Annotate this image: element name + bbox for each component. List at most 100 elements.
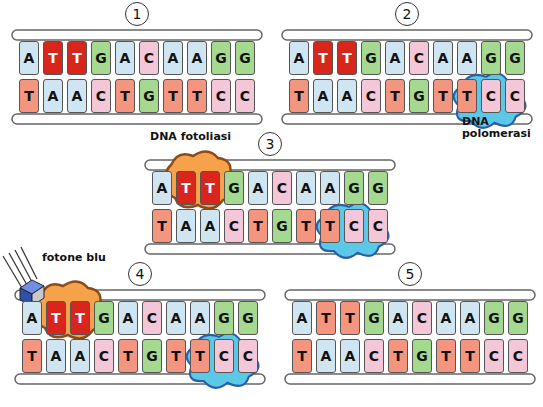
base-letter: T	[51, 310, 61, 326]
base-letter: A	[321, 348, 332, 364]
base-letter: T	[438, 88, 448, 104]
nucleotide-base: A	[67, 79, 87, 113]
nucleotide-base: A	[292, 301, 312, 335]
nucleotide-base: C	[272, 171, 292, 205]
base-letter: T	[24, 88, 34, 104]
base-letter: T	[318, 50, 328, 66]
step-number-circle: 5	[398, 262, 422, 286]
base-letter: T	[123, 348, 133, 364]
photon-label: fotone blu	[42, 252, 106, 264]
base-letter: A	[51, 348, 62, 364]
base-letter: C	[99, 348, 109, 364]
base-letter: T	[27, 348, 37, 364]
nucleotide-base: G	[214, 301, 234, 335]
nucleotide-base: A	[43, 79, 63, 113]
base-letter: G	[488, 310, 500, 326]
nucleotide-base: G	[508, 301, 528, 335]
base-letter: G	[228, 180, 240, 196]
base-letter: A	[345, 348, 356, 364]
base-letter: C	[229, 218, 239, 234]
step-number: 5	[406, 266, 415, 282]
base-letter: T	[171, 348, 181, 364]
base-letter: G	[218, 310, 230, 326]
base-letter: A	[301, 180, 312, 196]
base-letter: G	[416, 348, 428, 364]
base-letter: A	[157, 180, 168, 196]
nucleotide-base: T	[190, 339, 210, 373]
nucleotide-base: G	[272, 209, 292, 243]
nucleotide-base: T	[316, 301, 336, 335]
nucleotide-base: T	[292, 339, 312, 373]
nucleotide-base: C	[368, 209, 388, 243]
nucleotide-base: A	[166, 301, 186, 335]
nucleotide-base: C	[94, 339, 114, 373]
nucleotide-base: A	[388, 301, 408, 335]
nucleotide-base: T	[22, 339, 42, 373]
base-letter: C	[366, 88, 376, 104]
base-letter: T	[157, 218, 167, 234]
base-letter: T	[342, 50, 352, 66]
nucleotide-base: C	[344, 209, 364, 243]
nucleotide-base: A	[316, 339, 336, 373]
base-letter: A	[168, 50, 179, 66]
base-letter: A	[465, 310, 476, 326]
nucleotide-base: A	[436, 301, 456, 335]
nucleotide-base: T	[166, 339, 186, 373]
nucleotide-base: C	[214, 339, 234, 373]
base-letter: A	[192, 50, 203, 66]
nucleotide-base: G	[412, 339, 432, 373]
thymine-dimer-base: T	[176, 171, 196, 205]
base-letter: T	[441, 348, 451, 364]
base-letter: C	[510, 88, 520, 104]
base-letter: G	[242, 310, 254, 326]
nucleotide-base: G	[361, 41, 381, 75]
nucleotide-base: G	[364, 301, 384, 335]
base-letter: T	[393, 348, 403, 364]
base-letter: G	[98, 310, 110, 326]
base-letter: G	[485, 50, 497, 66]
base-letter: G	[215, 50, 227, 66]
nucleotide-base: A	[296, 171, 316, 205]
base-letter: C	[96, 88, 106, 104]
base-letter: G	[239, 50, 251, 66]
base-letter: G	[368, 310, 380, 326]
nucleotide-base: A	[248, 171, 268, 205]
base-letter: T	[345, 310, 355, 326]
nucleotide-base: A	[385, 41, 405, 75]
base-letter: A	[75, 348, 86, 364]
nucleotide-base: T	[457, 79, 477, 113]
base-letter: T	[325, 218, 335, 234]
thymine-dimer-base: T	[337, 41, 357, 75]
base-letter: T	[205, 180, 215, 196]
base-letter: G	[348, 180, 360, 196]
dna-photolyase	[35, 151, 232, 338]
base-letter: A	[462, 50, 473, 66]
base-letter: T	[181, 180, 191, 196]
nucleotide-base: A	[118, 301, 138, 335]
nucleotide-base: A	[190, 301, 210, 335]
thymine-dimer-base: T	[70, 301, 90, 335]
nucleotide-base: C	[364, 339, 384, 373]
base-letter: A	[441, 310, 452, 326]
nucleotide-base: T	[460, 339, 480, 373]
base-letter: T	[253, 218, 263, 234]
nucleotide-base: T	[388, 339, 408, 373]
nucleotide-base: T	[248, 209, 268, 243]
base-letter: T	[168, 88, 178, 104]
nucleotide-base: C	[211, 79, 231, 113]
base-letter: G	[143, 88, 155, 104]
base-letter: T	[195, 348, 205, 364]
base-letter: C	[243, 348, 253, 364]
step-number: 4	[136, 266, 145, 282]
nucleotide-base: G	[344, 171, 364, 205]
nucleotide-base: G	[238, 301, 258, 335]
base-letter: T	[75, 310, 85, 326]
nucleotide-base: T	[340, 301, 360, 335]
base-letter: T	[462, 88, 472, 104]
nucleotide-base: C	[508, 339, 528, 373]
nucleotide-base: A	[337, 79, 357, 113]
base-letter: A	[205, 218, 216, 234]
nucleotide-base: T	[19, 79, 39, 113]
nucleotide-base: T	[436, 339, 456, 373]
base-letter: T	[465, 348, 475, 364]
